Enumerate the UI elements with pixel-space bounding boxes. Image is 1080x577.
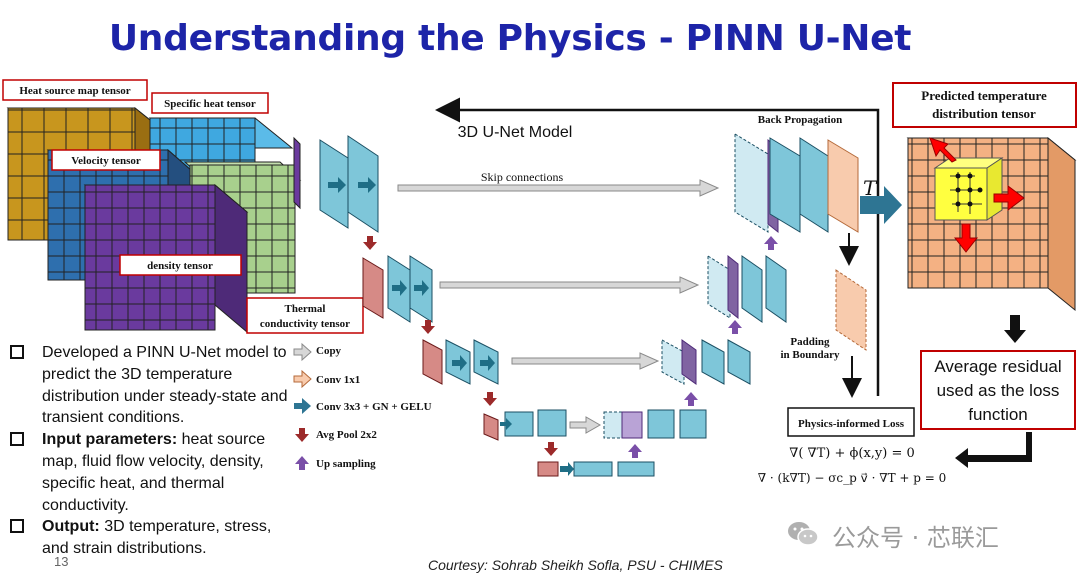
bullet-model: Developed a PINN U-Net model to predict … <box>8 342 293 429</box>
encoder-level-1 <box>293 135 379 233</box>
legend-conv1-icon <box>293 369 312 389</box>
output-label-line1: Predicted temperature <box>921 88 1047 103</box>
output-cube <box>906 136 1077 312</box>
output-label-box <box>892 82 1077 128</box>
equation-1: ∇( ∇T) + ϕ(x,y) = 0 <box>789 446 915 461</box>
velocity-label: Velocity tensor <box>71 155 141 167</box>
bottleneck <box>537 461 655 477</box>
encoder-level-4 <box>483 409 567 441</box>
slide-title: Understanding the Physics - PINN U-Net <box>108 18 912 59</box>
specific-heat-label-box <box>151 92 269 114</box>
average-residual-line1: Average residual <box>934 357 1062 376</box>
bullet-list: Developed a PINN U-Net model to predict … <box>8 342 293 560</box>
decoder-level-2 <box>707 254 787 323</box>
specific-heat-label: Specific heat tensor <box>164 98 256 110</box>
thermal-label-box <box>246 297 364 334</box>
equation-2: ∇ · (k∇T) − σc_p v⃗ · ∇T + p = 0 <box>758 471 947 485</box>
residual-to-loss-arrow <box>955 432 1032 468</box>
legend-conv3-icon <box>294 398 311 414</box>
legend-pool-label: Avg Pool 2x2 <box>316 429 377 441</box>
pool-arrow-2 <box>421 320 435 334</box>
legend-copy-label: Copy <box>316 345 342 357</box>
wechat-icon <box>788 522 819 546</box>
average-residual-line3: function <box>968 405 1028 424</box>
encoder-level-2 <box>362 255 433 323</box>
pool-arrow-1 <box>363 236 377 250</box>
padding-block <box>835 269 867 351</box>
t-symbol: T <box>863 176 878 200</box>
legend-up-icon <box>295 456 309 470</box>
decoder-level-1 <box>734 133 859 234</box>
average-residual-box: Average residual used as the loss functi… <box>920 350 1076 430</box>
skip-arrow-1 <box>397 179 720 197</box>
skip-arrow-3 <box>511 352 660 370</box>
pool-arrow-3 <box>483 392 497 406</box>
legend <box>293 342 312 470</box>
velocity-label-box <box>51 149 161 171</box>
skip-arrow-2 <box>439 276 700 294</box>
back-propagation-line <box>435 97 880 396</box>
decoder-level-3 <box>661 339 751 385</box>
output-label-line2: distribution tensor <box>932 106 1036 121</box>
up-arrow-4 <box>628 444 642 458</box>
bullet-inputs: Input parameters: heat source map, fluid… <box>8 429 293 516</box>
up-arrow-1 <box>764 236 778 250</box>
courtesy-note: Courtesy: Sohrab Sheikh Sofla, PSU - CHI… <box>428 557 723 573</box>
average-residual-line2: used as the loss <box>936 381 1060 400</box>
legend-pool-icon <box>295 428 309 442</box>
heat-source-label-box <box>2 79 148 101</box>
physics-loss-box <box>787 407 915 437</box>
decoder-level-4 <box>603 409 707 439</box>
back-propagation-label: Back Propagation <box>758 114 842 126</box>
up-arrow-3 <box>684 392 698 406</box>
model-label: 3D U-Net Model <box>458 124 573 141</box>
page-number: 13 <box>54 554 69 569</box>
legend-conv3-label: Conv 3x3 + GN + GELU <box>316 401 432 413</box>
skip-arrow-4 <box>569 416 602 434</box>
bullet-output: Output: 3D temperature, stress, and stra… <box>8 516 293 560</box>
thermal-label-line1: Thermal <box>285 303 326 315</box>
density-label-box <box>119 254 242 276</box>
density-label: density tensor <box>147 260 213 272</box>
down-arrow-residual <box>1004 315 1026 343</box>
up-arrow-2 <box>728 320 742 334</box>
pool-arrow-4 <box>544 442 558 456</box>
output-arrow <box>860 186 902 224</box>
encoder-level-3 <box>422 339 499 385</box>
thermal-label-line2: conductivity tensor <box>260 318 350 330</box>
legend-copy-icon <box>293 342 312 362</box>
heat-source-label: Heat source map tensor <box>19 85 130 97</box>
legend-up-label: Up sampling <box>316 458 376 470</box>
legend-conv1-label: Conv 1x1 <box>316 374 360 386</box>
padding-label-line1: Padding <box>790 336 830 348</box>
skip-connections-label: Skip connections <box>481 170 564 184</box>
watermark: 公众号 · 芯联汇 <box>832 524 999 552</box>
physics-loss-label: Physics-informed Loss <box>798 418 905 430</box>
padding-label-line2: in Boundary <box>781 349 840 361</box>
